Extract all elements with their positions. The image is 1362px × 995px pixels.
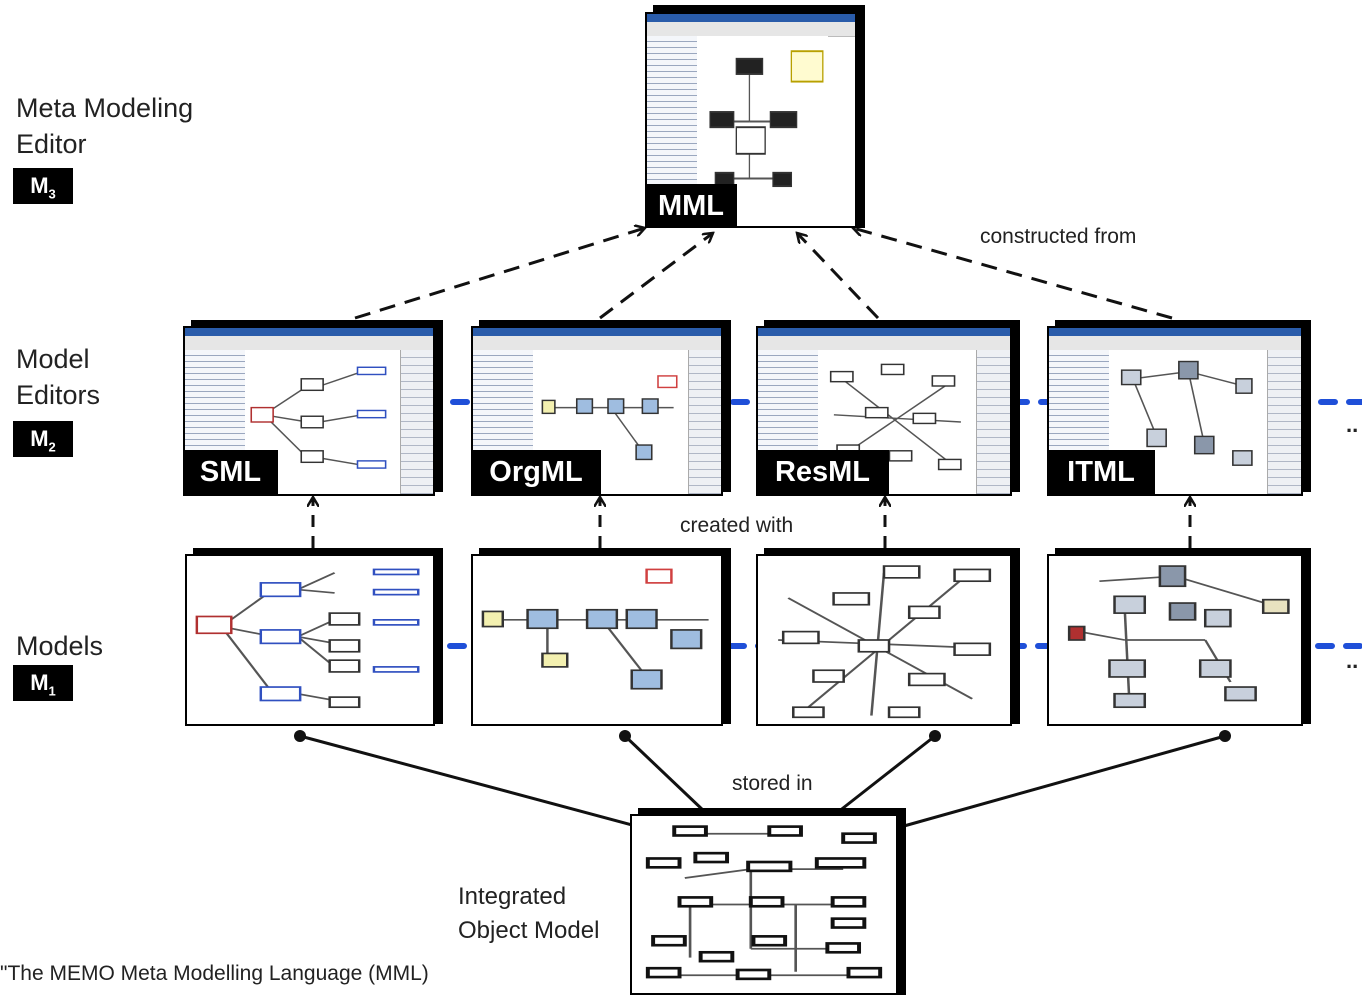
badge-m3-letter: M (30, 173, 49, 198)
mml-titlebar (647, 14, 855, 22)
itml-canvas (1109, 350, 1269, 494)
arrow-resml-to-mml (797, 233, 880, 320)
level-m2-line2: Editors (16, 380, 101, 410)
sml-palette (399, 350, 433, 494)
level-m3-label: Meta Modeling Editor (16, 90, 193, 162)
mml-canvas (696, 36, 828, 226)
level-m2-line1: Model (16, 344, 90, 374)
link-dot-3 (929, 730, 941, 742)
model-orgml-diagram (481, 568, 709, 690)
badge-m3: M3 (13, 168, 73, 204)
link-dot-1 (294, 730, 306, 742)
level-m2-label: Model Editors (16, 341, 100, 413)
figure-caption: "The MEMO Meta Modelling Language (MML) (0, 962, 429, 985)
repository-line2: Object Model (458, 917, 600, 944)
orgml-shot (473, 328, 721, 494)
model-resml-diagram (778, 565, 992, 719)
resml-palette (976, 350, 1010, 494)
sml-diagram (249, 366, 386, 469)
resml-menubar (758, 336, 1010, 351)
arrow-sml-to-mml (354, 228, 645, 320)
mml-menubar (647, 22, 855, 37)
object-model-screenshot (630, 814, 898, 995)
sml-shot (185, 328, 433, 494)
sml-editor-screenshot (183, 326, 435, 496)
link-dot-4 (1219, 730, 1231, 742)
badge-m1-letter: M (30, 670, 49, 695)
model-itml-screenshot (1047, 554, 1303, 726)
badge-m2-letter: M (30, 426, 49, 451)
link-dot-2 (619, 730, 631, 742)
arrow-orgml-to-mml (599, 233, 713, 320)
link-model-4 (903, 734, 1226, 828)
repository-line1: Integrated (458, 883, 567, 910)
arrow-itml-to-mml (853, 228, 1173, 320)
level-m1-line1: Models (16, 631, 104, 661)
sml-titlebar (185, 328, 433, 336)
badge-m1: M1 (13, 665, 73, 701)
link-model-3 (837, 734, 936, 814)
mml-diagram (709, 50, 824, 188)
level-m3-line1: Meta Modeling (16, 93, 194, 123)
resml-shot (758, 328, 1010, 494)
badge-m3-sub: 3 (48, 186, 56, 202)
model-itml-diagram (1067, 565, 1290, 709)
resml-titlebar (758, 328, 1010, 336)
model-sml-diagram (195, 568, 420, 709)
model-sml-screenshot (185, 554, 435, 726)
stored-in-label: stored in (732, 772, 813, 795)
itml-titlebar (1049, 328, 1301, 336)
orgml-menubar (473, 336, 721, 351)
object-model-diagram (645, 825, 883, 981)
sml-menubar (185, 336, 433, 351)
orgml-palette (687, 350, 721, 494)
itml-tag: ITML (1047, 450, 1155, 494)
badge-m2-sub: 2 (48, 439, 56, 455)
orgml-canvas (532, 350, 689, 494)
link-model-2 (623, 734, 707, 814)
link-model-1 (299, 734, 637, 828)
orgml-titlebar (473, 328, 721, 336)
orgml-diagram (541, 375, 678, 461)
itml-menubar (1049, 336, 1301, 351)
itml-diagram (1121, 360, 1254, 466)
itml-palette (1267, 350, 1301, 494)
more-models-ellipsis: .. (1346, 648, 1359, 673)
constructed-from-label: constructed from (980, 225, 1137, 248)
more-editors-ellipsis: .. (1346, 412, 1359, 437)
badge-m1-sub: 1 (48, 683, 56, 699)
created-with-label: created with (680, 514, 794, 537)
model-resml-screenshot (756, 554, 1012, 726)
badge-m2: M2 (13, 421, 73, 457)
resml-tag: ResML (756, 450, 889, 494)
level-m1-label: Models (16, 628, 103, 664)
orgml-tag: OrgML (471, 450, 601, 494)
sml-tag: SML (183, 450, 278, 494)
model-orgml-screenshot (471, 554, 723, 726)
repository-label: Integrated Object Model (458, 880, 599, 948)
mml-tag: MML (645, 184, 737, 228)
orgml-editor-screenshot (471, 326, 723, 496)
level-m3-line2: Editor (16, 129, 87, 159)
